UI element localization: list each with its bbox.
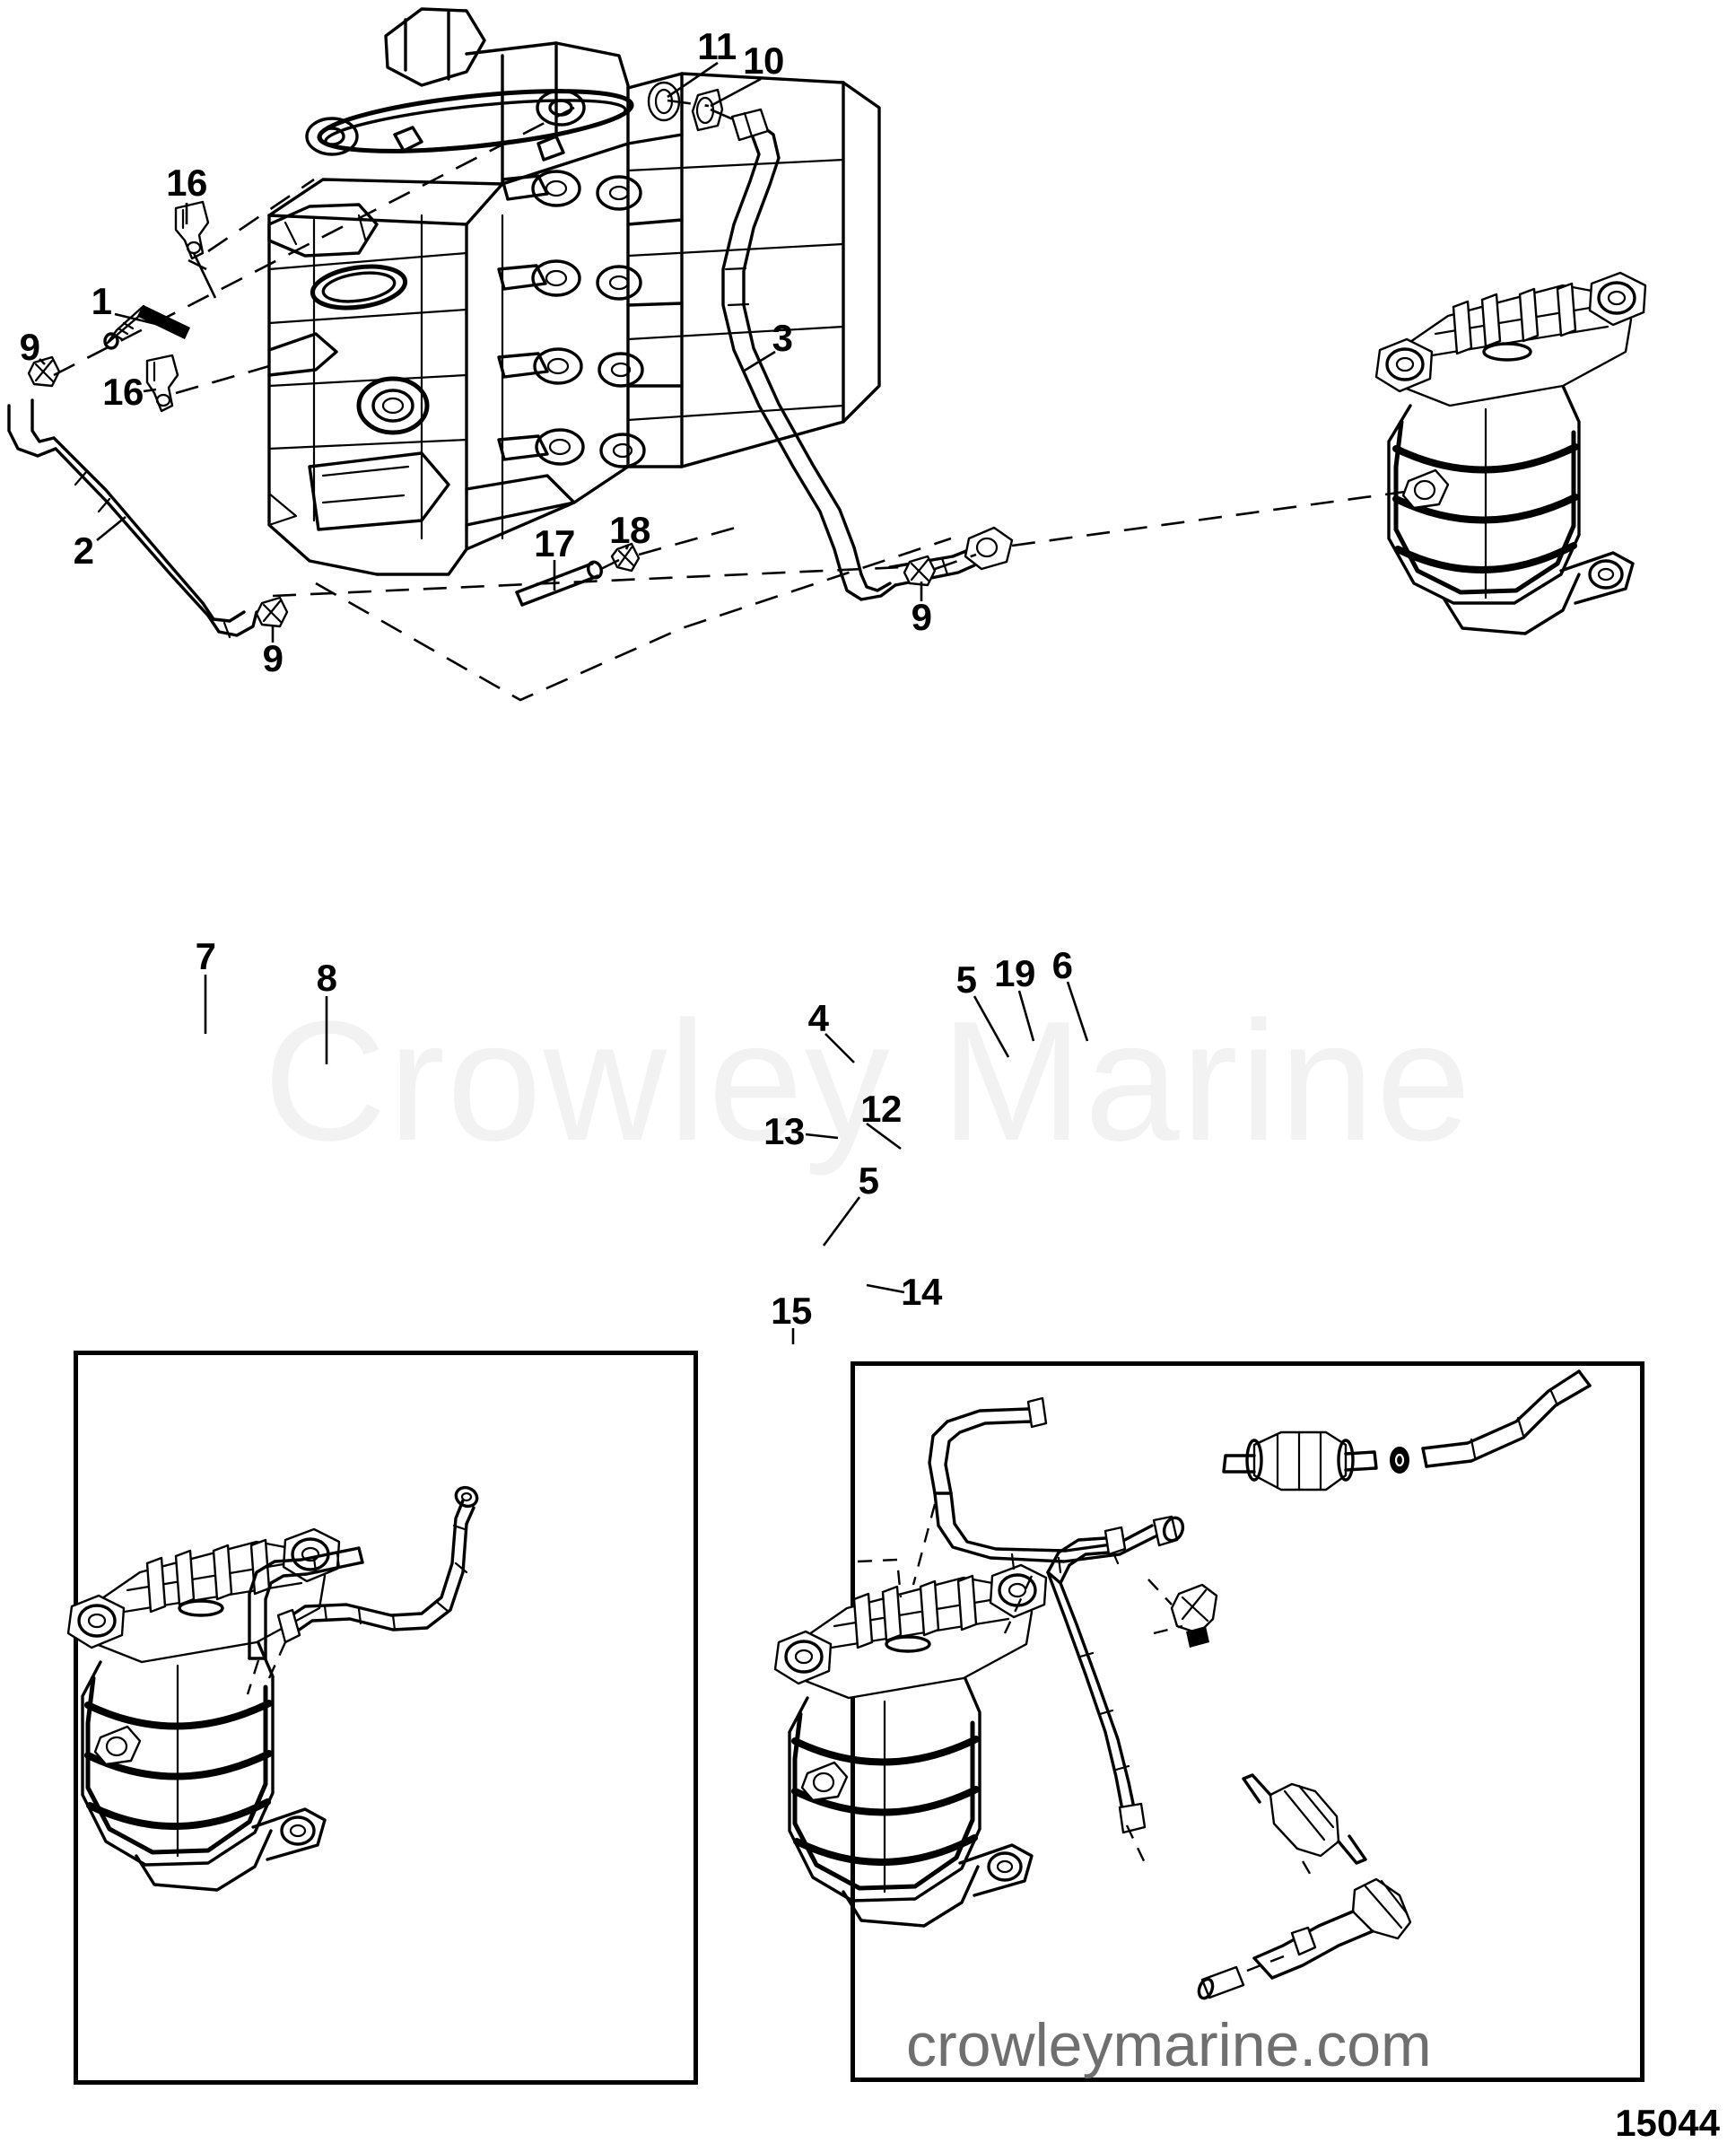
- part-5-filter-lower: [1242, 1773, 1367, 1865]
- callout-15: 15: [771, 1290, 812, 1332]
- fuel-module-main: [964, 271, 1647, 635]
- panel-leader-lines: [204, 975, 1089, 1344]
- part-9-clamp-b: [255, 596, 289, 628]
- callout-5-upper: 5: [955, 958, 977, 1001]
- diagram-number: 15044: [1615, 2102, 1720, 2144]
- part-6-fuel-line-panel-right: [1421, 1369, 1592, 1468]
- callout-1: 1: [91, 280, 112, 322]
- part-13-fuel-line-panel-right: [1046, 1526, 1147, 1834]
- part-16-bracket-lower: [145, 354, 179, 413]
- part-4-fuel-line-panel-right: [928, 1396, 1185, 1574]
- callout-17: 17: [534, 522, 575, 564]
- callout-3: 3: [772, 317, 793, 359]
- callout-10: 10: [743, 39, 784, 82]
- part-5-filter-upper: [1222, 1430, 1378, 1492]
- callout-14: 14: [901, 1271, 942, 1313]
- callout-16-upper: 16: [166, 162, 207, 204]
- part-8-hose-panel-left: [246, 1485, 479, 1695]
- leader-lines-main: [39, 61, 923, 643]
- part-15-pin: [1197, 1965, 1245, 2000]
- callout-18: 18: [609, 509, 650, 551]
- callout-13: 13: [763, 1110, 805, 1152]
- part-3-fuel-hose: [721, 108, 976, 601]
- callout-19: 19: [994, 952, 1035, 994]
- callout-9-right: 9: [911, 596, 932, 638]
- callout-9-left: 9: [19, 326, 40, 368]
- callout-7: 7: [195, 935, 216, 977]
- callout-4: 4: [807, 997, 829, 1039]
- inset-panel-right: [851, 1361, 1644, 2082]
- part-2-hose: [7, 398, 258, 639]
- assembly-dashed-lines: [53, 99, 1406, 702]
- part-10-fitting: [691, 88, 724, 132]
- callout-8: 8: [316, 957, 337, 999]
- part-7-hose-panel-left: [248, 1546, 364, 1660]
- part-9-clamp-c: [903, 555, 937, 587]
- callout-5-lower: 5: [858, 1159, 879, 1202]
- panel-right-fuel-module: [773, 1563, 1048, 1928]
- part-1-stud: [103, 304, 190, 350]
- callout-9-bottom: 9: [262, 637, 284, 679]
- part-9-clamp-a: [27, 355, 61, 388]
- part-12-clip: [1170, 1583, 1218, 1648]
- panel-dashed-lines: [857, 1503, 1317, 1973]
- engine-block-drawing: [267, 7, 881, 576]
- part-14-connector: [1252, 1877, 1412, 1980]
- callout-11: 11: [697, 25, 737, 67]
- callout-12: 12: [860, 1088, 902, 1130]
- part-19-grommet: [1390, 1447, 1409, 1474]
- part-18-clamp: [610, 542, 641, 573]
- inset-panel-left: [74, 1351, 698, 2085]
- callout-6: 6: [1051, 944, 1073, 986]
- callout-2: 2: [73, 529, 94, 572]
- panel-left-fuel-module: [66, 1527, 341, 1892]
- callout-16-lower: 16: [102, 371, 144, 413]
